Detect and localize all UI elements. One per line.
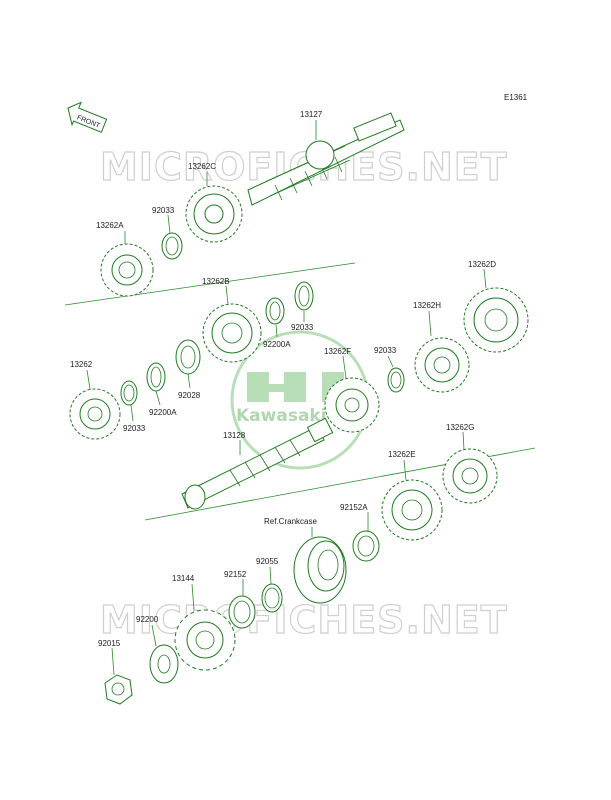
sleeve-92152A	[352, 530, 380, 562]
label-92033-middle: 92033	[291, 323, 314, 332]
ring-92033-upper	[161, 232, 183, 260]
nut-92015	[104, 674, 133, 705]
ring-92033-middle	[294, 281, 314, 311]
bearing-92028	[175, 339, 201, 375]
label-13262B: 13262B	[202, 277, 230, 286]
sprocket-13144	[174, 609, 236, 671]
ring-92200A-middle	[265, 297, 285, 325]
gear-13262C	[185, 185, 243, 243]
gear-13262H	[414, 337, 470, 393]
axis-line-upper	[64, 262, 356, 306]
label-13262D: 13262D	[468, 260, 496, 269]
label-92033-right: 92033	[374, 346, 397, 355]
front-arrow-icon: FRONT	[67, 101, 108, 133]
gear-13262D	[463, 287, 529, 353]
kawasaki-logo: Kawasaki	[230, 330, 370, 470]
shaft-13128	[181, 417, 334, 510]
label-92152: 92152	[224, 570, 247, 579]
label-13262H: 13262H	[413, 301, 441, 310]
label-13262F: 13262F	[324, 347, 351, 356]
label-92028: 92028	[178, 391, 201, 400]
label-92152A: 92152A	[340, 503, 368, 512]
ring-92200A-left	[146, 362, 166, 392]
gear-13262G	[442, 448, 498, 504]
gear-13262A	[100, 243, 154, 297]
gear-13262	[69, 388, 121, 440]
label-13144: 13144	[172, 574, 195, 583]
label-92200A-middle: 92200A	[263, 340, 291, 349]
washer-92200	[149, 644, 179, 684]
label-13262: 13262	[70, 360, 93, 369]
label-92015: 92015	[98, 639, 121, 648]
label-92033-upper: 92033	[152, 206, 175, 215]
logo-text: Kawasaki	[236, 406, 327, 426]
shaft-13127	[247, 112, 405, 206]
oring-92055	[261, 583, 283, 613]
label-92200: 92200	[136, 615, 159, 624]
label-13262A: 13262A	[96, 221, 124, 230]
leader-lines	[86, 120, 487, 676]
label-13127: 13127	[300, 110, 323, 119]
label-13262C: 13262C	[188, 162, 216, 171]
label-92200A-left: 92200A	[149, 408, 177, 417]
gear-13262F	[324, 377, 380, 433]
diagram-code: E1361	[504, 93, 528, 102]
bearing-crankcase	[293, 536, 347, 604]
label-92055: 92055	[256, 557, 279, 566]
label-13262E: 13262E	[388, 450, 416, 459]
label-13262G: 13262G	[446, 423, 474, 432]
gear-13262B	[202, 303, 262, 363]
collar-92152	[228, 595, 256, 629]
ring-92033-left	[120, 380, 138, 406]
watermark-bottom: MICROFICHES.NET	[100, 598, 508, 642]
label-13128: 13128	[223, 431, 246, 440]
ring-92033-right	[387, 367, 405, 393]
label-ref-crankcase: Ref.Crankcase	[264, 517, 317, 526]
gear-13262E	[381, 479, 443, 541]
label-92033-left: 92033	[123, 424, 146, 433]
